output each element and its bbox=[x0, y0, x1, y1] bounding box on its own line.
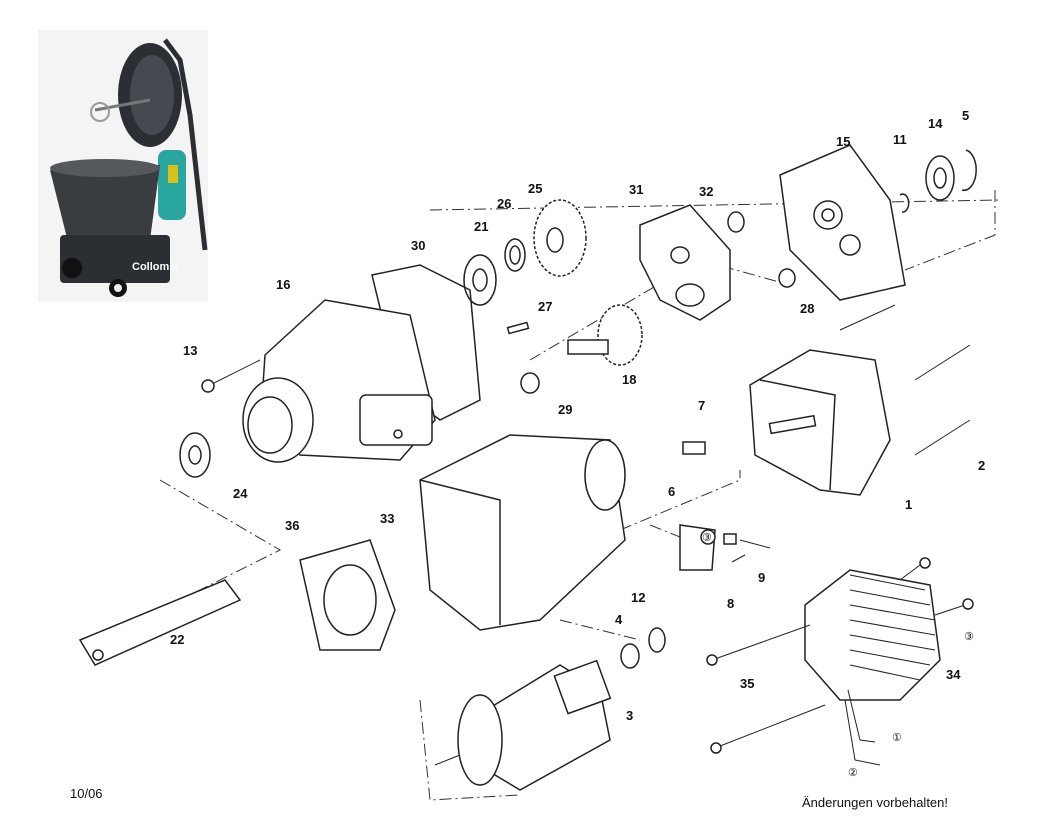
part-3-armature bbox=[434, 659, 612, 791]
part-34-field-coil bbox=[804, 557, 974, 766]
revision-date: 10/06 bbox=[70, 786, 103, 801]
product-photo: Collomix bbox=[38, 30, 208, 302]
label-part-30: 30 bbox=[411, 238, 425, 253]
part-8-9-screws bbox=[723, 533, 771, 563]
part-18-pinion-gear bbox=[567, 304, 643, 366]
part-21-bearing bbox=[463, 254, 497, 306]
wire-marker-3-holder: ③ bbox=[702, 532, 712, 544]
part-13-screw bbox=[201, 359, 261, 393]
label-part-3: 3 bbox=[626, 708, 633, 723]
label-part-6: 6 bbox=[668, 484, 675, 499]
label-part-4: 4 bbox=[615, 612, 623, 627]
part-31-gear-plate bbox=[639, 204, 731, 321]
label-part-12: 12 bbox=[631, 590, 645, 605]
label-part-18: 18 bbox=[622, 372, 636, 387]
label-part-5: 5 bbox=[962, 108, 969, 123]
label-part-35: 35 bbox=[740, 676, 754, 691]
part-11-clip bbox=[899, 193, 910, 213]
label-part-9: 9 bbox=[758, 570, 765, 585]
label-part-26: 26 bbox=[497, 196, 511, 211]
part-16-gear-housing bbox=[242, 299, 436, 463]
label-part-24: 24 bbox=[233, 486, 248, 501]
part-7-carbon-brush bbox=[682, 441, 706, 455]
label-part-11: 11 bbox=[893, 132, 907, 147]
label-part-36: 36 bbox=[285, 518, 299, 533]
part-1-motor-cover bbox=[749, 349, 891, 496]
label-part-2: 2 bbox=[978, 458, 985, 473]
wire-marker-2: ② bbox=[848, 767, 858, 779]
part-14-bearing bbox=[925, 155, 955, 201]
part-5-retaining-ring bbox=[961, 149, 977, 192]
label-part-8: 8 bbox=[727, 596, 734, 611]
label-part-34: 34 bbox=[946, 667, 961, 682]
part-22-shaft bbox=[78, 579, 242, 666]
part-33-motor-housing bbox=[419, 434, 626, 631]
wire-marker-1: ① bbox=[892, 732, 902, 744]
label-part-22: 22 bbox=[170, 632, 184, 647]
part-28-bushing bbox=[778, 268, 796, 288]
brand-label: Collomix bbox=[132, 261, 179, 273]
part-27-pin bbox=[506, 321, 530, 335]
part-29-bushing bbox=[520, 372, 540, 394]
part-26-washer bbox=[504, 238, 526, 272]
label-part-33: 33 bbox=[380, 511, 394, 526]
label-part-31: 31 bbox=[629, 182, 643, 197]
part-6-brush-holder bbox=[679, 524, 716, 571]
part-24-bearing bbox=[179, 432, 211, 478]
label-part-16: 16 bbox=[276, 277, 290, 292]
part-12-ring bbox=[648, 627, 666, 653]
label-part-29: 29 bbox=[558, 402, 572, 417]
label-part-7: 7 bbox=[698, 398, 705, 413]
label-part-28: 28 bbox=[800, 301, 814, 316]
label-part-25: 25 bbox=[528, 181, 542, 196]
part-15-cover-plate bbox=[779, 144, 906, 301]
label-part-27: 27 bbox=[538, 299, 552, 314]
label-part-21: 21 bbox=[474, 219, 488, 234]
part-32-bushing bbox=[727, 211, 745, 233]
part-36-ring-flange bbox=[299, 539, 396, 651]
label-part-13: 13 bbox=[183, 343, 197, 358]
part-25-large-gear bbox=[533, 199, 587, 277]
wire-marker-3-coil: ③ bbox=[964, 631, 974, 643]
label-part-15: 15 bbox=[836, 134, 850, 149]
part-2-screws bbox=[839, 304, 971, 456]
disclaimer-note: Änderungen vorbehalten! bbox=[802, 795, 949, 810]
label-part-14: 14 bbox=[928, 116, 943, 131]
wire-markers: ① ② ③ ③ bbox=[702, 532, 974, 779]
label-part-1: 1 bbox=[905, 497, 912, 512]
part-35-long-screws bbox=[706, 624, 826, 754]
part-4-bearing bbox=[620, 643, 640, 669]
label-part-32: 32 bbox=[699, 184, 713, 199]
part-labels: 1 2 3 4 5 6 7 8 9 11 12 13 14 15 16 18 2… bbox=[170, 108, 985, 723]
